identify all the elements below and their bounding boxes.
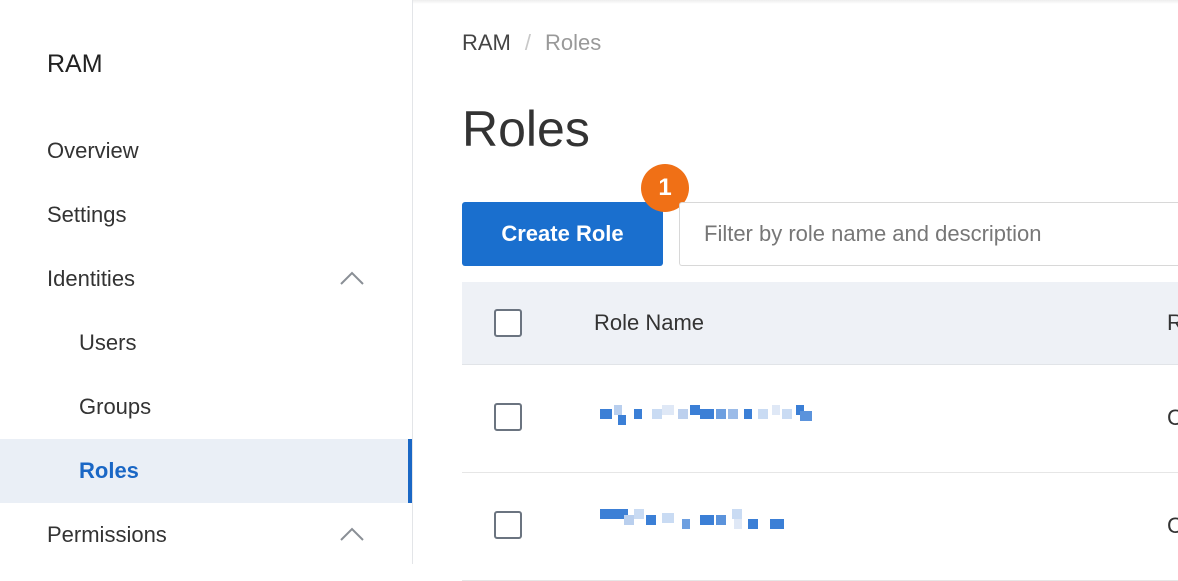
- pixelated-text: [700, 515, 714, 525]
- sidebar-item-permissions[interactable]: Permissions: [0, 503, 412, 567]
- pixelated-text: [624, 515, 634, 525]
- pixelated-text: [744, 409, 752, 419]
- chevron-up-icon[interactable]: [340, 269, 364, 287]
- pixelated-text: [682, 519, 690, 529]
- pixelated-text: [662, 513, 674, 523]
- pixelated-text: [716, 515, 726, 525]
- breadcrumb: RAM / Roles: [462, 30, 601, 56]
- row-checkbox[interactable]: [494, 403, 522, 431]
- pixelated-text: [732, 509, 742, 519]
- pixelated-text: [634, 509, 644, 519]
- table-row[interactable]: C: [462, 365, 1178, 473]
- row-checkbox[interactable]: [494, 511, 522, 539]
- pixelated-text: [662, 405, 674, 415]
- sidebar-item-label: Overview: [47, 138, 139, 163]
- pixelated-text: [618, 415, 626, 425]
- pixelated-text: [796, 405, 804, 415]
- pixelated-text: [728, 409, 738, 419]
- filter-input[interactable]: [679, 202, 1178, 266]
- pixelated-text: [772, 405, 780, 415]
- sidebar-item-label: Roles: [79, 458, 139, 483]
- sidebar-item-label: Groups: [79, 394, 152, 419]
- sidebar-title: RAM: [47, 50, 103, 78]
- sidebar-item-settings[interactable]: Settings: [0, 183, 412, 247]
- sidebar-item-label: Users: [79, 330, 137, 355]
- table-header: Role Name R: [462, 282, 1178, 365]
- pixelated-text: [652, 409, 662, 419]
- sidebar-item-identities[interactable]: Identities: [0, 247, 412, 311]
- sidebar-item-overview[interactable]: Overview: [0, 119, 412, 183]
- pixelated-text: [782, 409, 792, 419]
- roles-table: Role Name R: [462, 282, 1178, 581]
- pixelated-text: [600, 509, 614, 519]
- pixelated-text: [800, 411, 812, 421]
- main-content: RAM / Roles Roles Create Role 1 Role Nam…: [413, 0, 1178, 581]
- pixelated-text: [716, 409, 726, 419]
- page-title: Roles: [462, 101, 590, 157]
- breadcrumb-roles: Roles: [545, 30, 602, 55]
- row-cell-truncated: C: [1167, 405, 1178, 430]
- breadcrumb-ram[interactable]: RAM: [462, 30, 511, 55]
- create-role-button[interactable]: Create Role: [462, 202, 663, 266]
- table-row[interactable]: C: [462, 473, 1178, 581]
- column-header-role-name[interactable]: Role Name: [594, 310, 705, 335]
- sidebar-item-users[interactable]: Users: [0, 311, 412, 375]
- sidebar-item-label: Identities: [47, 266, 136, 291]
- sidebar-item-label: Permissions: [47, 522, 167, 547]
- pixelated-text: [734, 519, 742, 529]
- chevron-up-icon[interactable]: [340, 525, 364, 543]
- pixelated-text: [600, 409, 612, 419]
- sidebar-item-groups[interactable]: Groups: [0, 375, 412, 439]
- pixelated-text: [748, 519, 758, 529]
- top-shadow: [413, 0, 1178, 4]
- select-all-checkbox[interactable]: [494, 309, 522, 337]
- pixelated-text: [646, 515, 656, 525]
- role-name-link[interactable]: [594, 405, 854, 433]
- row-cell-truncated: C: [1167, 513, 1178, 538]
- sidebar-item-label: Settings: [47, 202, 127, 227]
- sidebar-item-roles[interactable]: Roles: [0, 439, 412, 503]
- pixelated-text: [614, 509, 628, 519]
- column-header-next[interactable]: R: [1167, 310, 1178, 335]
- pixelated-text: [770, 519, 784, 529]
- pixelated-text: [690, 405, 700, 415]
- role-name-link[interactable]: [594, 509, 854, 537]
- pixelated-text: [614, 405, 622, 415]
- sidebar: RAM Overview Settings Identities Users G…: [0, 0, 413, 564]
- pixelated-text: [700, 409, 714, 419]
- pixelated-text: [678, 409, 688, 419]
- breadcrumb-separator: /: [524, 30, 532, 55]
- pixelated-text: [758, 409, 768, 419]
- pixelated-text: [634, 409, 642, 419]
